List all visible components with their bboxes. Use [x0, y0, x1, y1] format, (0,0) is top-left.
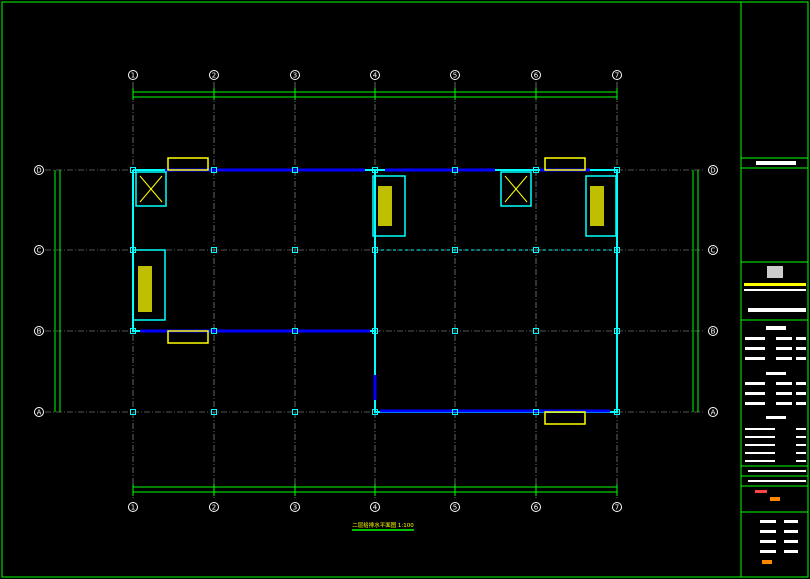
svg-text:2: 2: [212, 72, 216, 80]
grid-bubble-col-1-bottom: 1: [128, 502, 138, 512]
column-marker: [533, 409, 539, 415]
structural-columns: [130, 167, 620, 415]
grid-bubble-col-6-top: 6: [531, 70, 541, 80]
column-marker: [614, 409, 620, 415]
column-marker: [533, 328, 539, 334]
svg-text:A: A: [37, 409, 42, 417]
grid-bubble-col-7-top: 7: [612, 70, 622, 80]
grid-bubble-col-2-top: 2: [209, 70, 219, 80]
grid-bubble-row-B-right: B: [708, 326, 718, 336]
grid-bubble-col-5-bottom: 5: [450, 502, 460, 512]
column-marker: [211, 167, 217, 173]
staircase-right: [585, 175, 617, 237]
column-marker: [614, 328, 620, 334]
column-marker: [292, 167, 298, 173]
grid-bubble-row-A-right: A: [708, 407, 718, 417]
column-marker: [533, 167, 539, 173]
title-block-orange-mark: [770, 497, 780, 501]
dimension-ticks: [132, 88, 618, 496]
svg-text:A: A: [711, 409, 716, 417]
column-marker: [452, 409, 458, 415]
title-block: [741, 157, 808, 564]
staircase-left: [132, 249, 166, 321]
svg-text:5: 5: [453, 72, 457, 80]
column-marker: [372, 247, 378, 253]
svg-text:B: B: [37, 328, 42, 336]
svg-text:C: C: [711, 247, 716, 255]
column-marker: [130, 409, 136, 415]
column-marker: [452, 328, 458, 334]
grid-bubble-row-C-right: C: [708, 245, 718, 255]
svg-text:7: 7: [615, 504, 619, 512]
svg-text:4: 4: [373, 72, 378, 80]
column-marker: [614, 247, 620, 253]
grid-bubble-col-6-bottom: 6: [531, 502, 541, 512]
elevator-shaft-left: [135, 171, 167, 207]
column-marker: [130, 328, 136, 334]
grid-bubble-col-3-bottom: 3: [290, 502, 300, 512]
grid-bubble-col-4-top: 4: [370, 70, 380, 80]
column-marker: [211, 409, 217, 415]
drawing-title: 二层给排水平面图 1:100: [352, 521, 414, 529]
staircase-middle: [372, 175, 406, 237]
column-marker: [452, 167, 458, 173]
company-logo: [767, 266, 783, 278]
column-marker: [211, 247, 217, 253]
svg-text:2: 2: [212, 504, 216, 512]
column-marker: [292, 328, 298, 334]
svg-text:5: 5: [453, 504, 457, 512]
column-marker: [372, 328, 378, 334]
grid-bubble-col-3-top: 3: [290, 70, 300, 80]
column-marker: [452, 247, 458, 253]
svg-text:D: D: [710, 167, 715, 175]
grid-bubble-row-A-left: A: [34, 407, 44, 417]
column-marker: [130, 167, 136, 173]
svg-text:4: 4: [373, 504, 378, 512]
svg-text:7: 7: [615, 72, 619, 80]
grid-bubble-col-2-bottom: 2: [209, 502, 219, 512]
grid-bubble-col-5-top: 5: [450, 70, 460, 80]
svg-text:3: 3: [293, 72, 297, 80]
svg-text:1: 1: [131, 72, 135, 80]
svg-text:6: 6: [534, 504, 539, 512]
grid-bubble-row-D-left: D: [34, 165, 44, 175]
grid-bubble-col-4-bottom: 4: [370, 502, 380, 512]
column-marker: [372, 167, 378, 173]
column-marker: [372, 409, 378, 415]
svg-text:1: 1: [131, 504, 135, 512]
column-marker: [292, 247, 298, 253]
grid-bubble-row-D-right: D: [708, 165, 718, 175]
title-block-red-mark: [755, 490, 767, 493]
svg-text:B: B: [711, 328, 716, 336]
grid-bubble-col-1-top: 1: [128, 70, 138, 80]
svg-text:3: 3: [293, 504, 297, 512]
column-marker: [211, 328, 217, 334]
grid-bubble-col-7-bottom: 7: [612, 502, 622, 512]
column-marker: [292, 409, 298, 415]
column-marker: [614, 167, 620, 173]
svg-text:C: C: [37, 247, 42, 255]
column-marker: [533, 247, 539, 253]
elevator-shaft-right: [500, 171, 532, 207]
stair-cores: [132, 157, 617, 425]
title-block-bar: [756, 161, 796, 165]
svg-text:6: 6: [534, 72, 539, 80]
grid-bubble-row-C-left: C: [34, 245, 44, 255]
grid-bubble-row-B-left: B: [34, 326, 44, 336]
svg-text:D: D: [36, 167, 41, 175]
column-marker: [130, 247, 136, 253]
